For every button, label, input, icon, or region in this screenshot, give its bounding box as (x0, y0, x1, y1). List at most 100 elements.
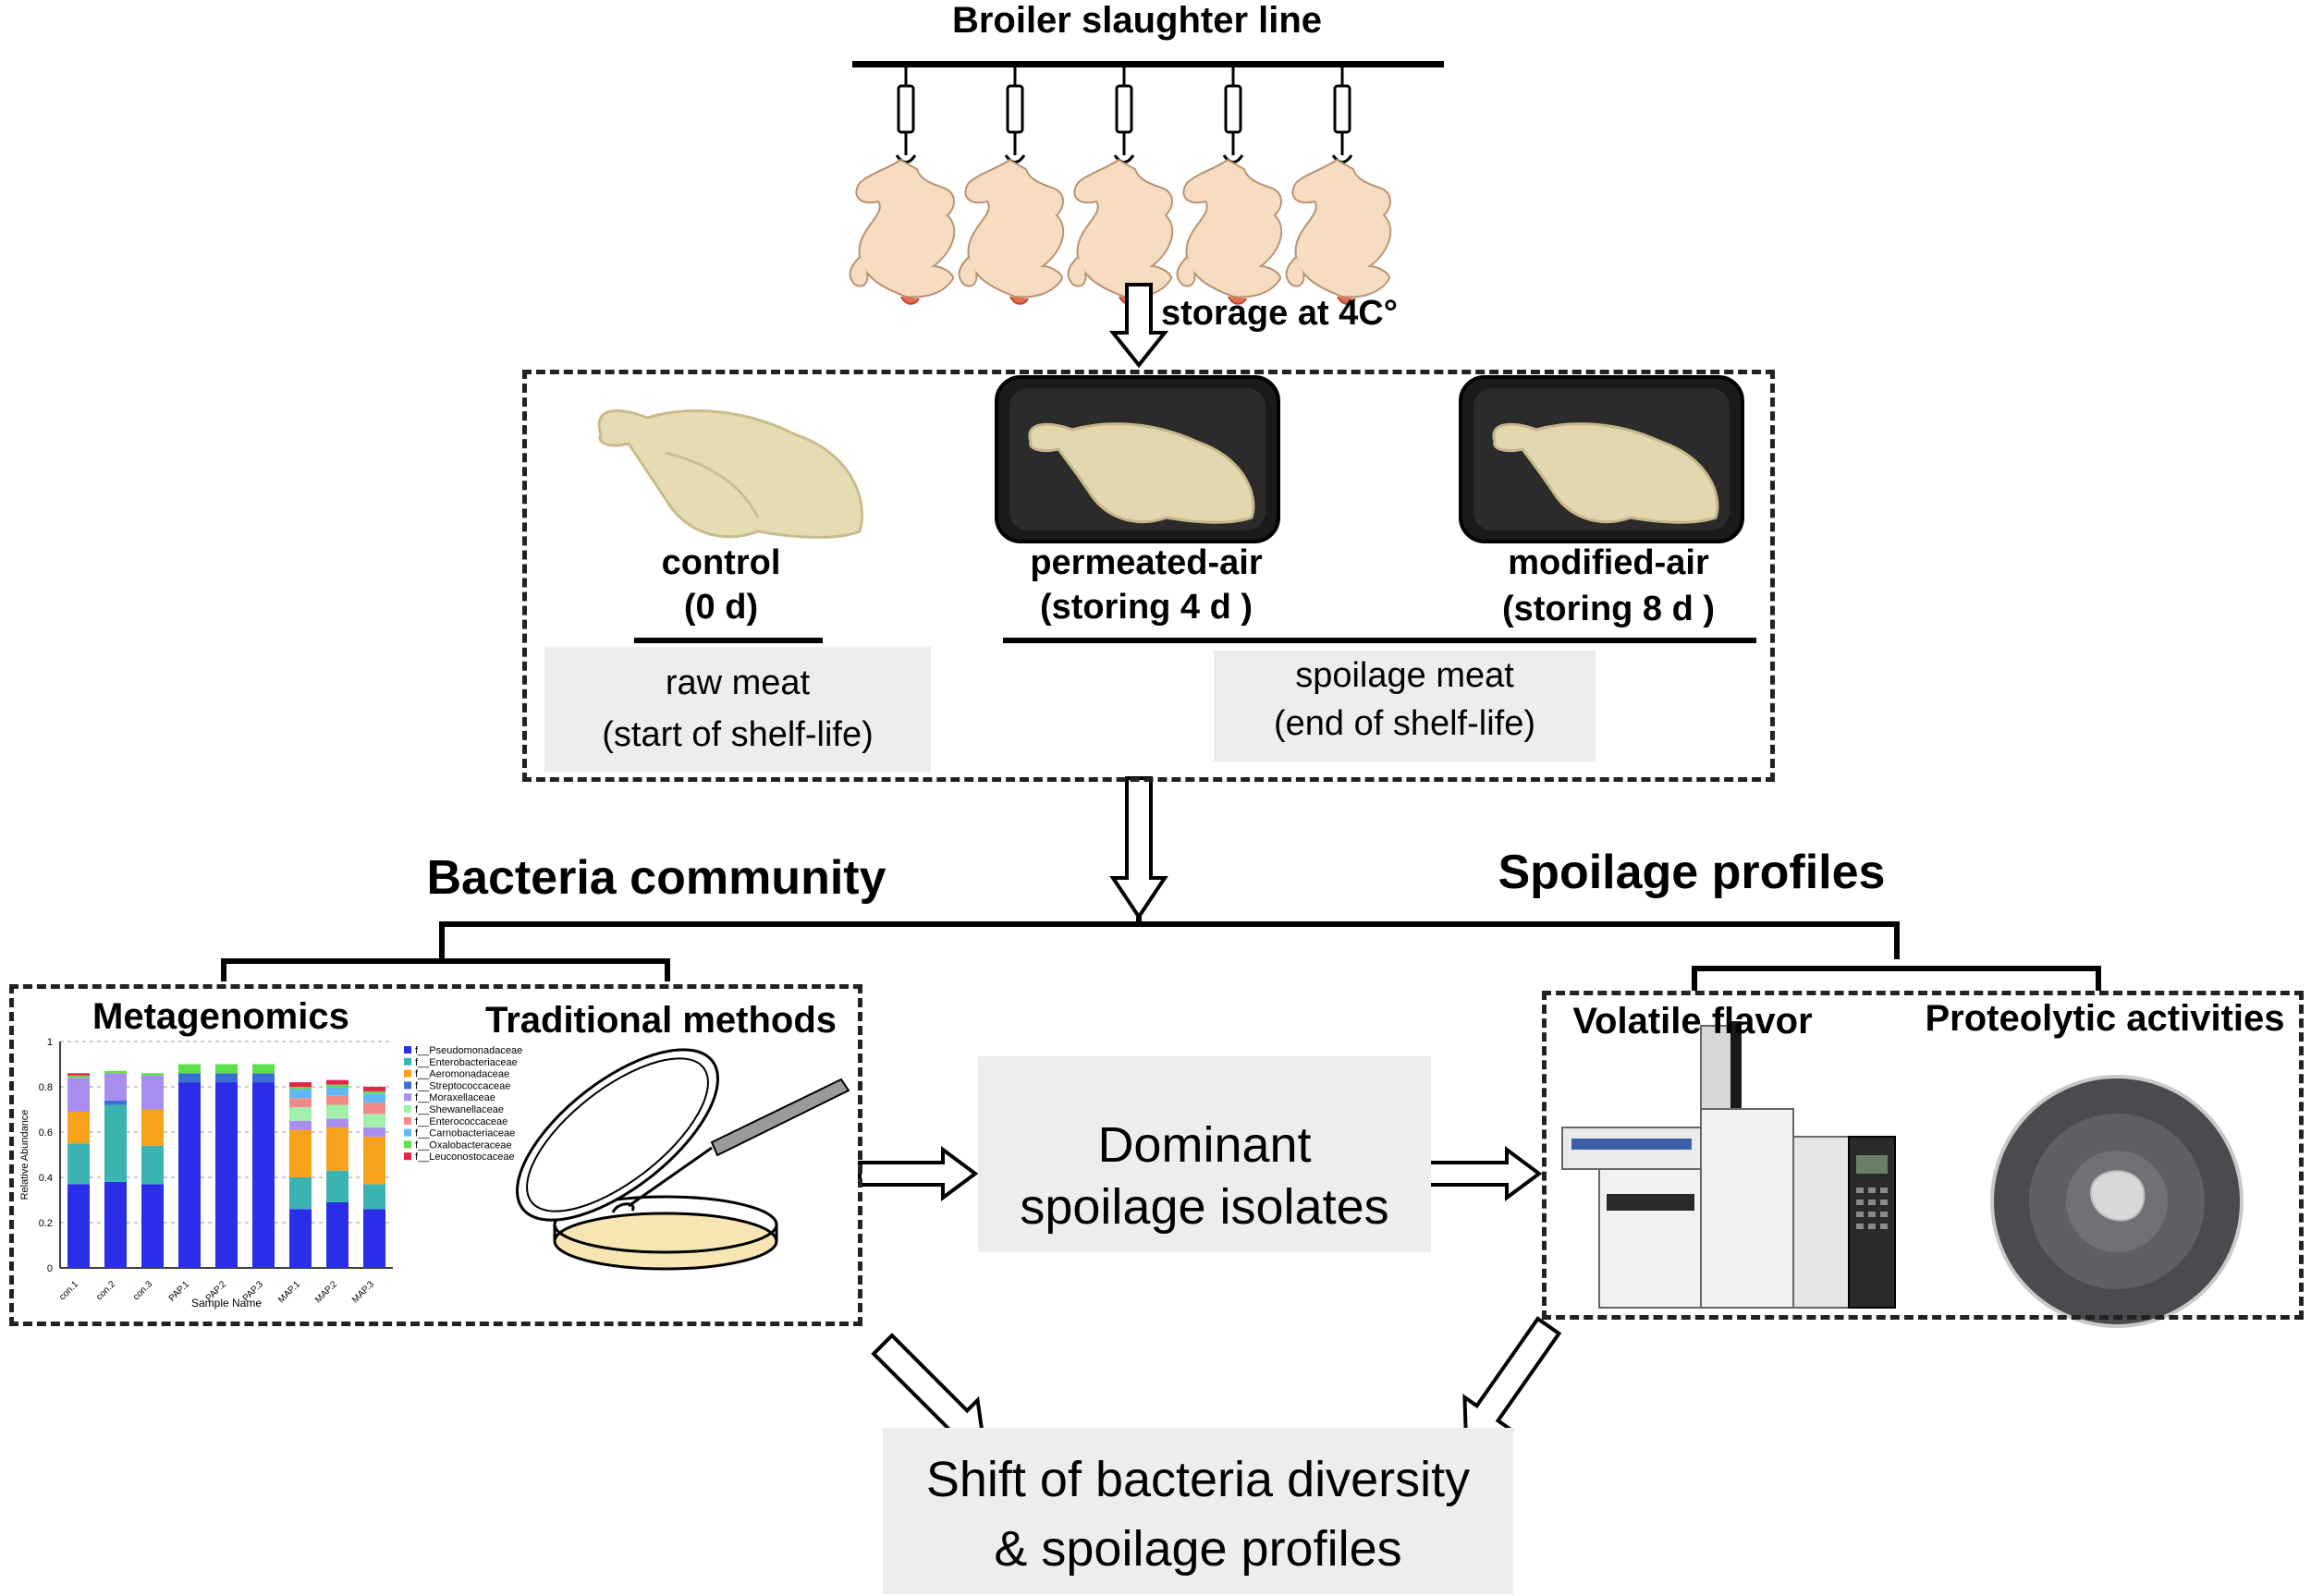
proteolytic-activities-label: Proteolytic activities (1925, 998, 2285, 1039)
chart-bar-segment (252, 1082, 275, 1268)
arrow-to-dominant (858, 1146, 979, 1201)
chart-ytick-label: 0.8 (39, 1082, 53, 1093)
chart-legend-label: f__Enterococcaceae (415, 1116, 507, 1127)
slaughter-line-title: Broiler slaughter line (951, 0, 1323, 41)
proteolytic-plate-icon (1990, 1075, 2244, 1328)
chart-legend-swatch (404, 1046, 411, 1054)
chart-legend-label: f__Shewanellaceae (415, 1104, 504, 1115)
main-bracket (439, 917, 1900, 959)
chart-bar-segment (326, 1201, 348, 1268)
chart-bar-segment (363, 1127, 385, 1137)
chart-bar-segment (141, 1109, 164, 1146)
chart-legend-label: f__Pseudomonadaceae (415, 1045, 522, 1056)
chart-bar-segment (363, 1114, 385, 1128)
chart-bar-segment (326, 1079, 348, 1085)
permeated-air-label: permeated-air (1030, 543, 1263, 582)
storage-label: storage at 4C° (1161, 294, 1398, 333)
chart-bar-segment (289, 1082, 312, 1087)
chart-bar-segment (326, 1087, 348, 1096)
result-line-1: Shift of bacteria diversity (925, 1452, 1471, 1507)
raw-meat-subtitle: (start of shelf-life) (602, 715, 874, 754)
spoilage-profiles-heading: Spoilage profiles (1498, 846, 1886, 899)
bacteria-community-heading: Bacteria community (426, 851, 886, 905)
chart-ytick-label: 1 (47, 1037, 53, 1048)
chart-legend-label: f__Leuconostocaceae (415, 1151, 515, 1163)
chart-bar-segment (67, 1184, 90, 1268)
result-panel (883, 1428, 1513, 1594)
spoilage-meat-subtitle: (end of shelf-life) (1273, 704, 1535, 743)
samples-box (522, 370, 1775, 782)
dominant-line-2: spoilage isolates (1020, 1179, 1389, 1235)
chart-ytick-label: 0.4 (39, 1173, 53, 1184)
chart-ylabel: Relative Abundance (19, 1110, 31, 1200)
modified-air-time: (storing 8 d ) (1501, 590, 1716, 628)
tray-modified-air (1459, 375, 1744, 543)
chart-legend-label: f__Enterobacteriaceae (415, 1057, 518, 1068)
control-underline (634, 638, 823, 643)
chart-bar-segment (67, 1075, 90, 1078)
chart-bar-segment (141, 1145, 164, 1185)
chart-legend-swatch (404, 1057, 411, 1066)
raw-meat-panel (544, 647, 931, 772)
chart-bar-segment (289, 1120, 312, 1130)
chart-bar-segment (363, 1136, 385, 1185)
chart-bar-segment (178, 1064, 201, 1074)
gc-ms-instrument-icon (1561, 1021, 1896, 1309)
bacteria-box (9, 984, 862, 1326)
chart-bar-segment (289, 1129, 312, 1177)
petri-dish-icon (516, 1048, 850, 1271)
chart-bar-segment (104, 1070, 127, 1074)
control-label: control (661, 543, 781, 582)
traditional-methods-label: Traditional methods (484, 1000, 838, 1041)
chart-bar-segment (178, 1082, 201, 1268)
chart-legend-swatch (404, 1105, 411, 1113)
tray-permeated-air (995, 375, 1280, 543)
metagenomics-label: Metagenomics (92, 996, 349, 1037)
volatile-flavor-label: Volatile flavor (1572, 1001, 1813, 1042)
chart-legend-label: f__Streptococcaceae (415, 1080, 510, 1091)
chart-legend-swatch (404, 1116, 411, 1125)
chart-bar-segment (67, 1073, 90, 1076)
chart-bar-segment (326, 1095, 348, 1105)
chart-bar-segment (289, 1177, 312, 1210)
chart-bar-segment (252, 1073, 275, 1083)
control-time: (0 d) (683, 588, 759, 627)
analysis-arrow (1109, 776, 1168, 920)
arrow-right-to-result (1462, 1316, 1562, 1446)
chart-bar-segment (141, 1075, 164, 1110)
chart-legend-label: f__Moraxellaceae (415, 1092, 495, 1103)
chart-bar-segment (289, 1209, 312, 1268)
chart-ytick-label: 0.2 (39, 1218, 53, 1229)
chart-bar-segment (363, 1103, 385, 1115)
spoilage-meat-title: spoilage meat (1295, 656, 1514, 695)
arrow-to-spoilage (1422, 1146, 1543, 1201)
chart-bar-segment (67, 1143, 90, 1185)
left-bracket (221, 958, 670, 981)
chart-bar-segment (289, 1089, 312, 1099)
chart-bar-segment (215, 1082, 238, 1268)
chart-bar-segment (215, 1073, 238, 1083)
chart-bar-segment (363, 1093, 385, 1103)
dominant-isolates-panel (978, 1056, 1431, 1252)
spoilage-meat-panel (1214, 651, 1596, 761)
chart-bar-segment (104, 1104, 127, 1182)
chart-bar-segment (363, 1209, 385, 1268)
dominant-line-1: Dominant (1097, 1117, 1312, 1173)
chart-bar-segment (326, 1104, 348, 1119)
chart-ytick-label: 0.6 (39, 1127, 53, 1139)
right-bracket (1692, 966, 2101, 991)
chart-bar-segment (104, 1073, 127, 1101)
chart-bar-segment (363, 1090, 385, 1094)
chart-bar-segment (67, 1078, 90, 1112)
chart-bar-segment (326, 1127, 348, 1171)
chart-bar-segment (326, 1118, 348, 1128)
chicken-control-image (597, 409, 863, 539)
chart-legend-swatch (404, 1140, 411, 1149)
chart-bar-segment (289, 1107, 312, 1121)
chart-bar-segment (141, 1073, 164, 1076)
chart-bar-segment (141, 1184, 164, 1268)
spoilage-box (1542, 991, 2304, 1320)
chart-legend-swatch (404, 1081, 411, 1090)
